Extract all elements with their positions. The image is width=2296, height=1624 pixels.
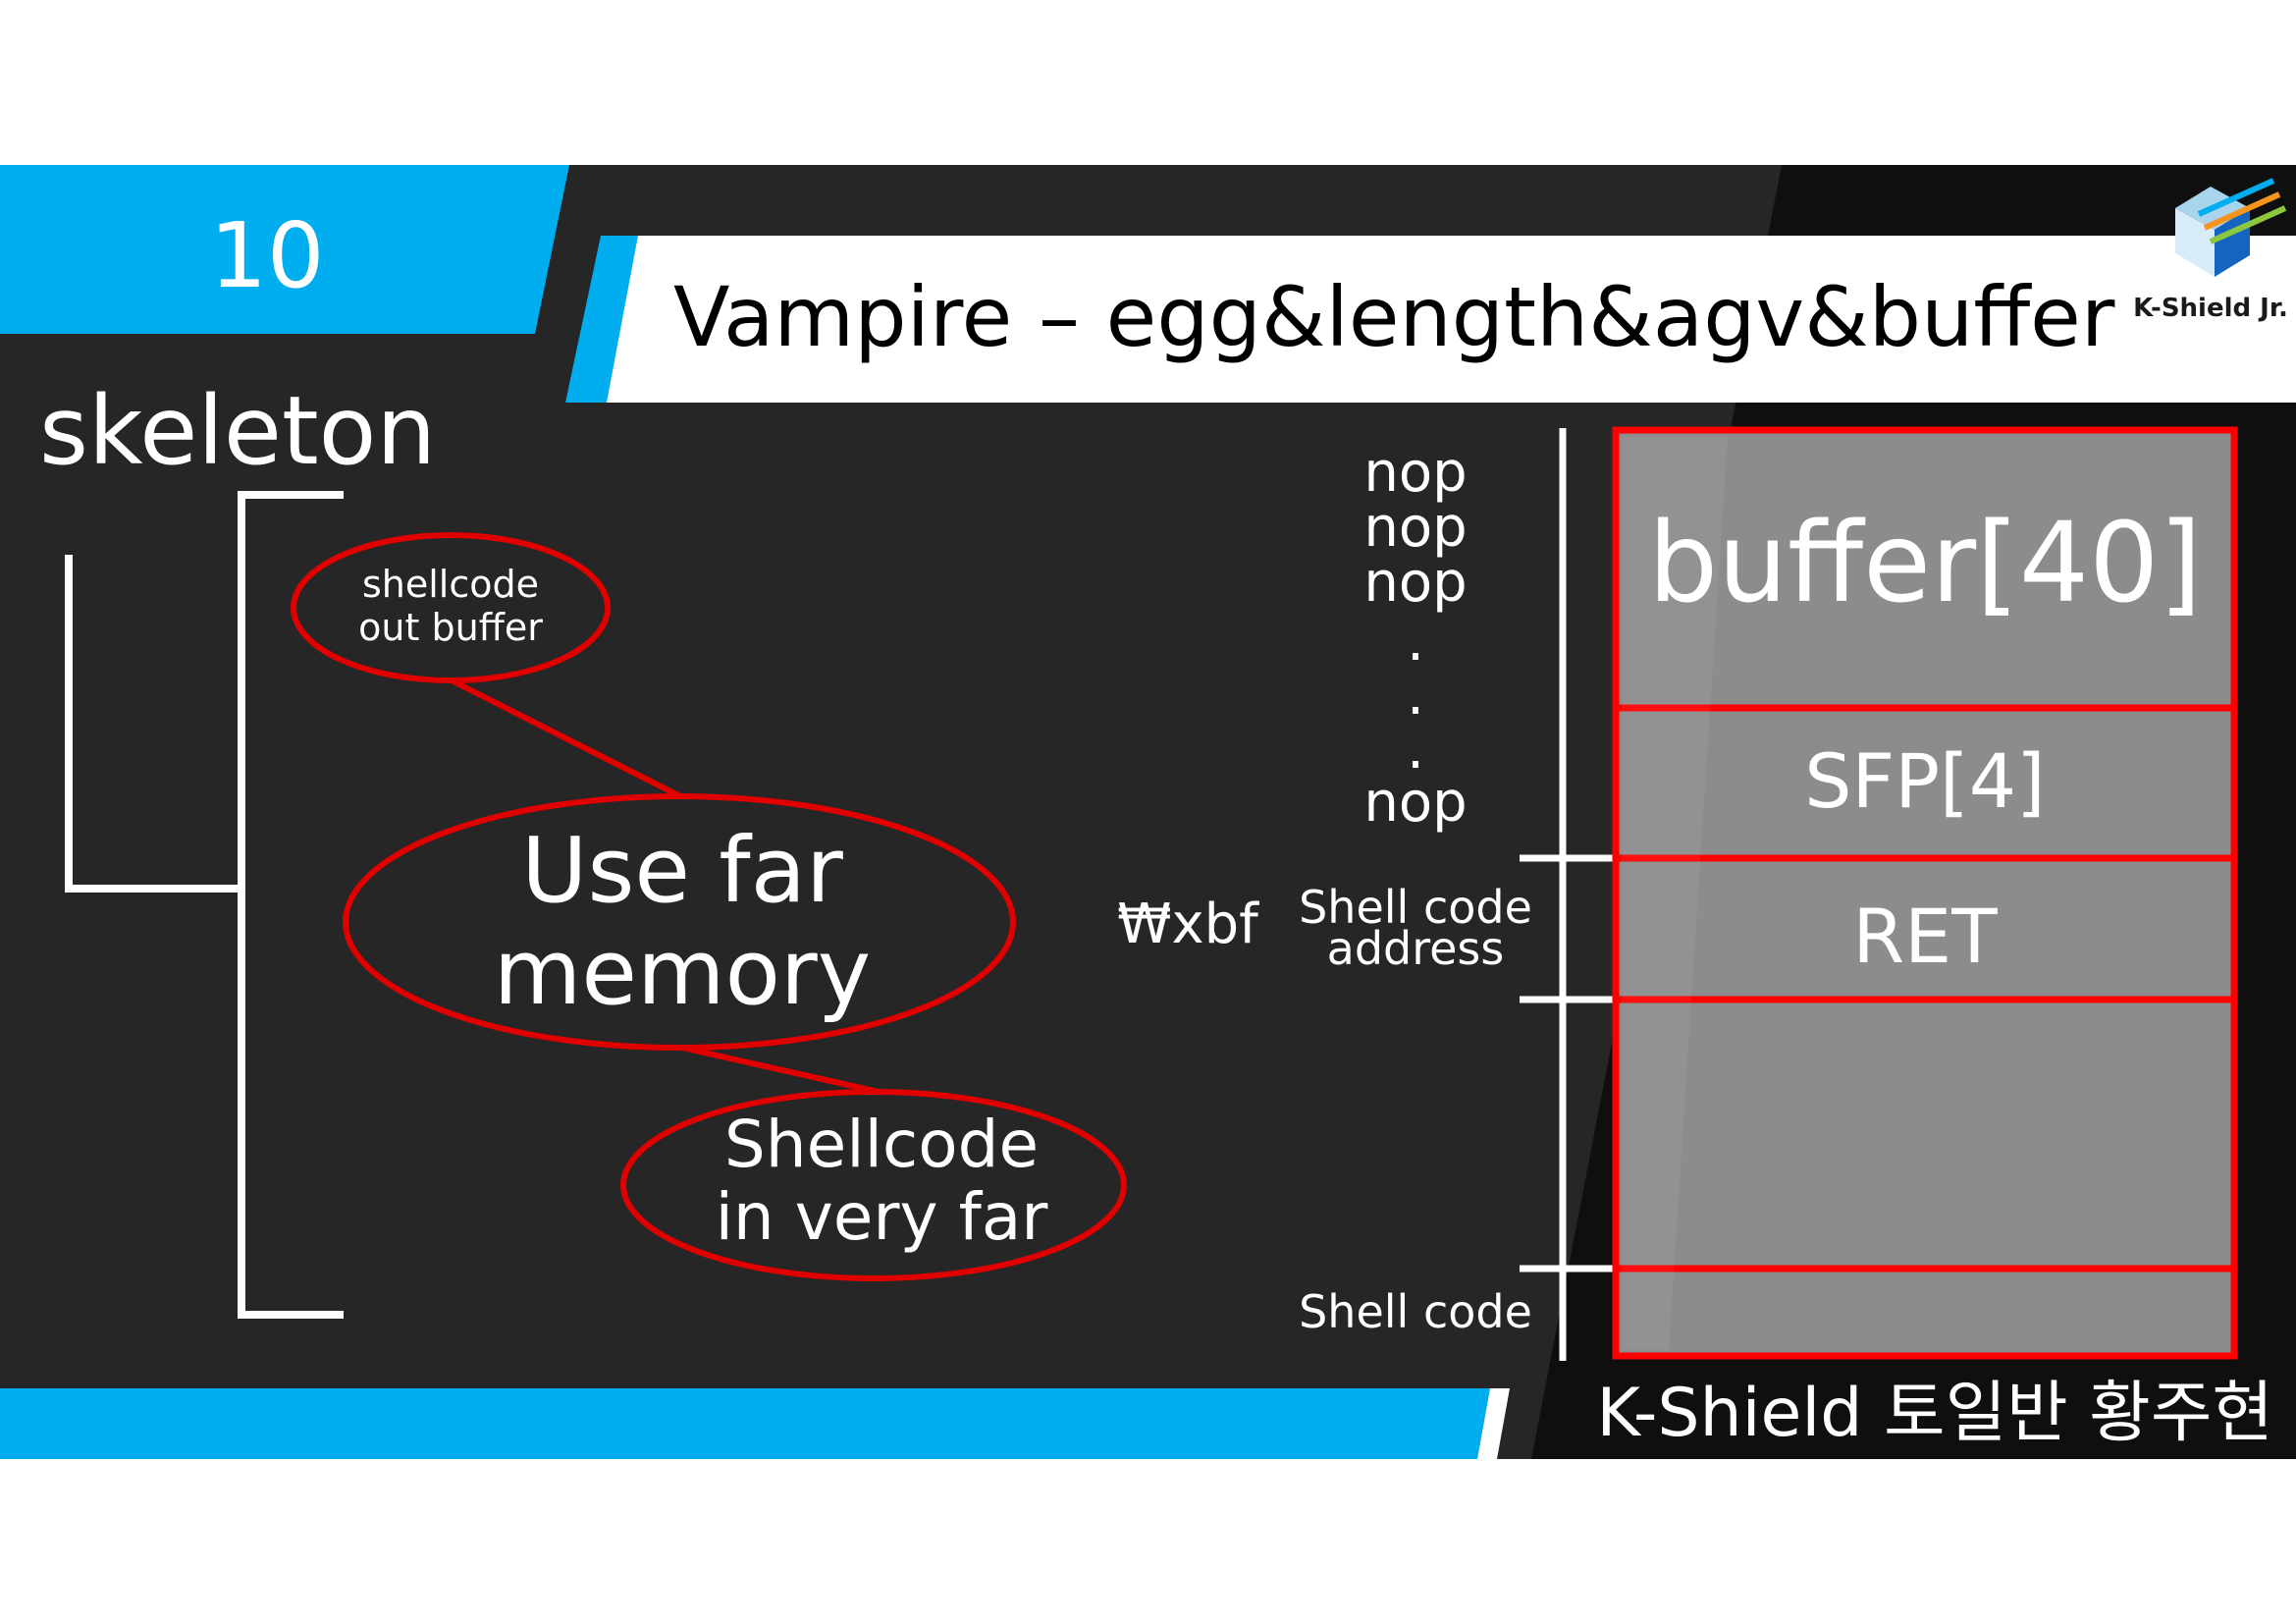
section-label: skeleton [39,376,436,486]
connector-top-center [450,677,684,800]
bubble-outline [291,532,611,683]
bubble-text-line-1: Use far [521,818,843,923]
nop-label: nop [1363,551,1467,615]
slide-number-tab [0,165,569,334]
footer-bar [0,1388,1490,1459]
footer-divider [1477,1388,1510,1459]
stack-cell-shellcode [1612,1265,2238,1360]
bubble-text-line-2: in very far [716,1179,1049,1255]
bubble-outline [620,1089,1127,1281]
stack-cell-argv [1612,996,2238,1272]
slide-title: Vampire – egg&length&agv&buffer [673,269,2115,365]
title-banner [607,236,2296,403]
nop-label: nop [1363,441,1467,505]
shellcode-address-line-1: Shell code [1299,881,1532,934]
tree-root-connector [65,555,239,893]
footer-author: K-Shield 토일반 황주현 [1596,1375,2273,1452]
stack-frame: buffer[40] SFP[4] RET [1612,426,2238,1360]
bubble-text-line-1: shellcode [362,563,539,606]
ellipsis-dot: . [1407,664,1424,728]
bubble-shellcode-out-buffer: shellcode out buffer [291,532,611,683]
nop-label: nop [1363,771,1467,835]
bubble-outline [343,793,1016,1051]
bubble-shellcode-in-very-far: Shellcode in very far [620,1089,1127,1281]
shellcode-label: Shell code [1299,1285,1532,1338]
logo-stripe-blue [2197,178,2275,217]
nop-label: nop [1363,496,1467,560]
ellipsis-dot: . [1407,718,1424,782]
stack-cell-label-buffer: buffer[40] [1648,500,2202,627]
stack-highlight [1622,436,1728,1350]
stack-cell-ret [1612,854,2238,1003]
logo-text: K-Shield Jr. [2133,294,2288,323]
bubble-text-line-2: out buffer [358,606,543,649]
ellipsis-dot: . [1407,610,1424,674]
address-prefix: ₩xbf [1117,893,1259,956]
logo-stripe-green [2209,205,2287,244]
bubble-text-line-1: Shellcode [724,1107,1039,1182]
tree-bracket [65,491,344,1319]
bubble-text-line-2: memory [494,920,871,1025]
stack-cell-sfp [1612,704,2238,862]
slide-number: 10 [209,203,324,308]
kshield-logo: K-Shield Jr. [2133,178,2288,323]
stack-axis [1520,428,1618,1361]
shellcode-address-line-2: address [1327,922,1505,975]
tree-branch-bracket [238,491,344,1319]
bubble-use-far-memory: Use far memory [343,793,1016,1051]
stack-cell-label-ret: RET [1852,893,1998,980]
logo-stripe-orange [2203,191,2281,231]
nop-sled-labels: nop nop nop . . . nop [1363,441,1467,835]
connector-center-bottom [681,1045,880,1095]
stack-cell-label-sfp: SFP[4] [1804,737,2045,825]
